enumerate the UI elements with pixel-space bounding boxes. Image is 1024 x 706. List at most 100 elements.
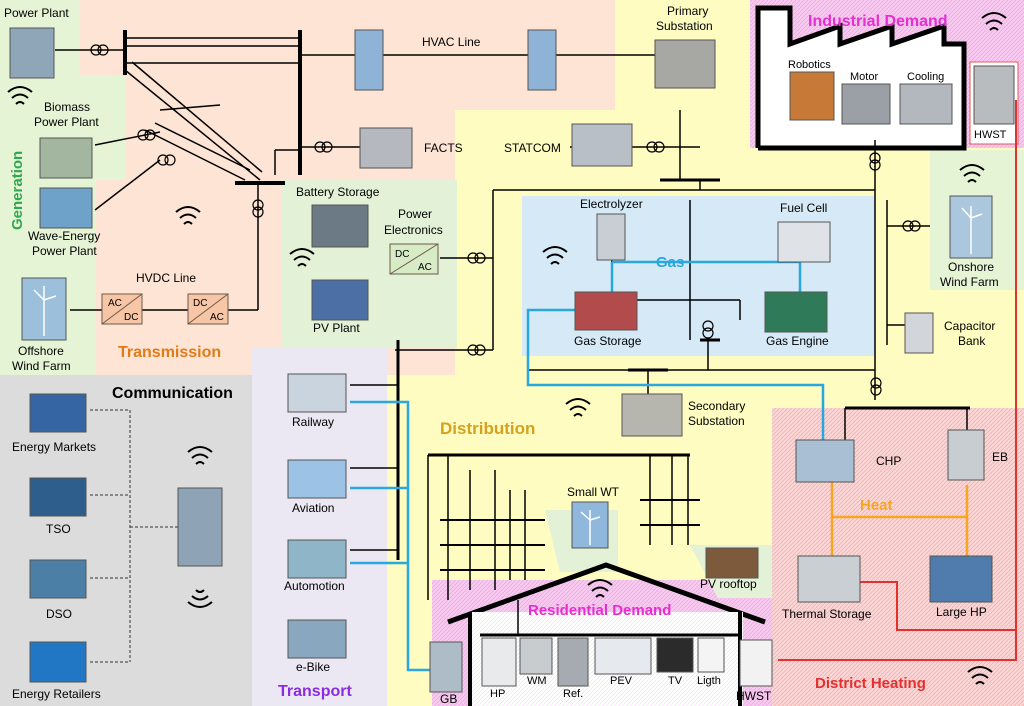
wifi-icon-transmission: [175, 206, 201, 225]
converter-label-dc-1: DC: [124, 312, 138, 323]
pv-rooftop-picture: [705, 547, 759, 579]
label-biomass-1: Biomass: [44, 100, 90, 114]
fuel-cell-picture: [777, 221, 831, 263]
label-eb: EB: [992, 450, 1008, 464]
wifi-icon-pv: [289, 248, 315, 267]
comm-tower-picture: [177, 487, 223, 567]
label-offshore-2: Wind Farm: [12, 359, 71, 373]
industrial-title: Industrial Demand: [808, 13, 948, 30]
component-pictures: [9, 27, 1015, 693]
district-heating-title: District Heating: [815, 675, 926, 692]
converter-label-dc-2: DC: [193, 298, 207, 309]
wm-picture: [519, 637, 553, 675]
label-cooling: Cooling: [907, 71, 944, 83]
converters: [101, 243, 439, 325]
label-tso: TSO: [46, 522, 71, 536]
pv-plant-picture: [311, 279, 369, 321]
wifi-icon-district: [967, 666, 993, 685]
label-thermal-storage: Thermal Storage: [782, 607, 872, 621]
label-dso: DSO: [46, 607, 72, 621]
label-hvac-line: HVAC Line: [422, 35, 481, 49]
label-hwst-residential: HWST: [736, 689, 772, 703]
label-statcom: STATCOM: [504, 141, 561, 155]
label-pe-2: Electronics: [384, 223, 443, 237]
district-heating-lines: [778, 100, 1017, 661]
label-power-plant: Power Plant: [4, 6, 69, 20]
component-labels: Power Plant Biomass Power Plant Wave-Ene…: [4, 4, 1008, 706]
thermal-storage-picture: [797, 555, 861, 603]
label-ligth: Ligth: [697, 675, 721, 687]
ligth-picture: [697, 637, 725, 673]
label-gb: GB: [440, 692, 457, 706]
converter-label-dc-3: DC: [395, 249, 409, 260]
hvac-tower-2: [527, 29, 557, 91]
label-primary-2: Substation: [656, 19, 713, 33]
wifi-icon-comm-top: [187, 446, 213, 465]
label-pev: PEV: [610, 675, 633, 687]
label-railway: Railway: [292, 415, 334, 429]
gb-picture: [429, 641, 463, 693]
label-primary-1: Primary: [667, 4, 708, 18]
primary-substation-picture: [654, 39, 716, 89]
label-chp: CHP: [876, 454, 901, 468]
label-battery: Battery Storage: [296, 185, 380, 199]
label-onshore-1: Onshore: [948, 260, 994, 274]
converter-label-ac-3: AC: [418, 262, 432, 273]
label-pv-rooftop: PV rooftop: [700, 577, 757, 591]
label-energy-markets: Energy Markets: [12, 440, 96, 454]
wifi-icons: [7, 12, 1007, 685]
robotics-picture: [789, 71, 835, 121]
label-secondary-1: Secondary: [688, 399, 745, 413]
label-energy-retailers: Energy Retailers: [12, 687, 101, 701]
biomass-picture: [39, 137, 93, 179]
hp-res-picture: [481, 637, 517, 687]
generation-title: Generation: [9, 151, 26, 230]
label-secondary-2: Substation: [688, 414, 745, 428]
wave-energy-picture: [39, 187, 93, 229]
label-automotion: Automotion: [284, 579, 345, 593]
dso-picture: [29, 559, 87, 599]
house-outline: [447, 562, 766, 625]
automotion-picture: [287, 539, 347, 579]
transport-title: Transport: [278, 683, 352, 700]
pev-picture: [594, 637, 652, 675]
label-pe-1: Power: [398, 207, 432, 221]
label-hp: HP: [490, 688, 505, 700]
label-wm: WM: [527, 675, 547, 687]
aviation-picture: [287, 459, 347, 499]
residential-title: Residential Demand: [528, 602, 671, 619]
label-onshore-2: Wind Farm: [940, 275, 999, 289]
ebike-picture: [287, 619, 347, 659]
label-hwst-industrial: HWST: [974, 129, 1007, 141]
label-pv-plant: PV Plant: [313, 321, 360, 335]
capacitor-picture: [904, 312, 934, 354]
gas-title: Gas: [656, 254, 684, 271]
electrolyzer-picture: [596, 213, 626, 261]
heat-lines: [830, 475, 969, 560]
label-cap-1: Capacitor: [944, 319, 995, 333]
label-tv: TV: [668, 675, 683, 687]
facts-picture: [359, 127, 413, 169]
label-cap-2: Bank: [958, 334, 986, 348]
railway-picture: [287, 373, 347, 413]
wifi-icon-gas: [542, 246, 568, 265]
tv-picture: [656, 637, 694, 673]
gas-engine-picture: [764, 291, 828, 333]
hvac-tower-1: [354, 29, 384, 91]
wind-turbine-icons: [33, 206, 983, 545]
motor-picture: [841, 83, 891, 125]
label-fuel-cell: Fuel Cell: [780, 201, 827, 215]
label-wave-2: Power Plant: [32, 244, 97, 258]
label-robotics: Robotics: [788, 59, 831, 71]
label-small-wt: Small WT: [567, 485, 620, 499]
hwst-industrial-picture: [973, 65, 1015, 125]
transmission-network: [55, 30, 681, 311]
wifi-icon-generation: [7, 86, 33, 105]
transmission-title: Transmission: [118, 344, 221, 361]
tso-picture: [29, 477, 87, 517]
wifi-icon-distribution: [565, 398, 591, 417]
converter-label-ac-2: AC: [210, 312, 224, 323]
battery-picture: [311, 204, 369, 248]
gas-lines: [350, 260, 825, 672]
